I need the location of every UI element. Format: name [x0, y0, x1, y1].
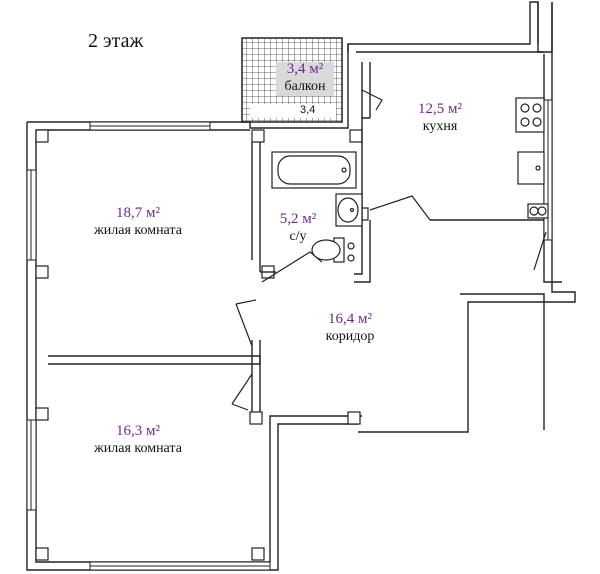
stove-icon — [515, 97, 545, 133]
doors — [231, 89, 547, 411]
wall-posts — [35, 129, 369, 561]
room-label-bathroom: 5,2 м² с/у — [279, 211, 317, 244]
kitchen-sink-icon — [517, 151, 545, 185]
sink-icon — [335, 193, 363, 227]
room-label-corridor: 16,4 м² коридор — [325, 311, 375, 344]
balcony-dimension: 3,4 — [300, 104, 316, 116]
room-label-kitchen: 12,5 м² кухня — [418, 101, 462, 134]
toilet-icon — [311, 237, 355, 263]
room-label-living1: 18,7 м² жилая комната — [94, 205, 182, 238]
washing-machine-icon — [527, 203, 549, 219]
interior-walls — [48, 62, 544, 412]
room-label-balcony: 3,4 м² балкон — [281, 60, 329, 96]
floor-label: 2 этаж — [88, 30, 144, 52]
bathtub-icon — [271, 151, 357, 189]
room-label-living2: 16,3 м² жилая комната — [94, 423, 182, 456]
